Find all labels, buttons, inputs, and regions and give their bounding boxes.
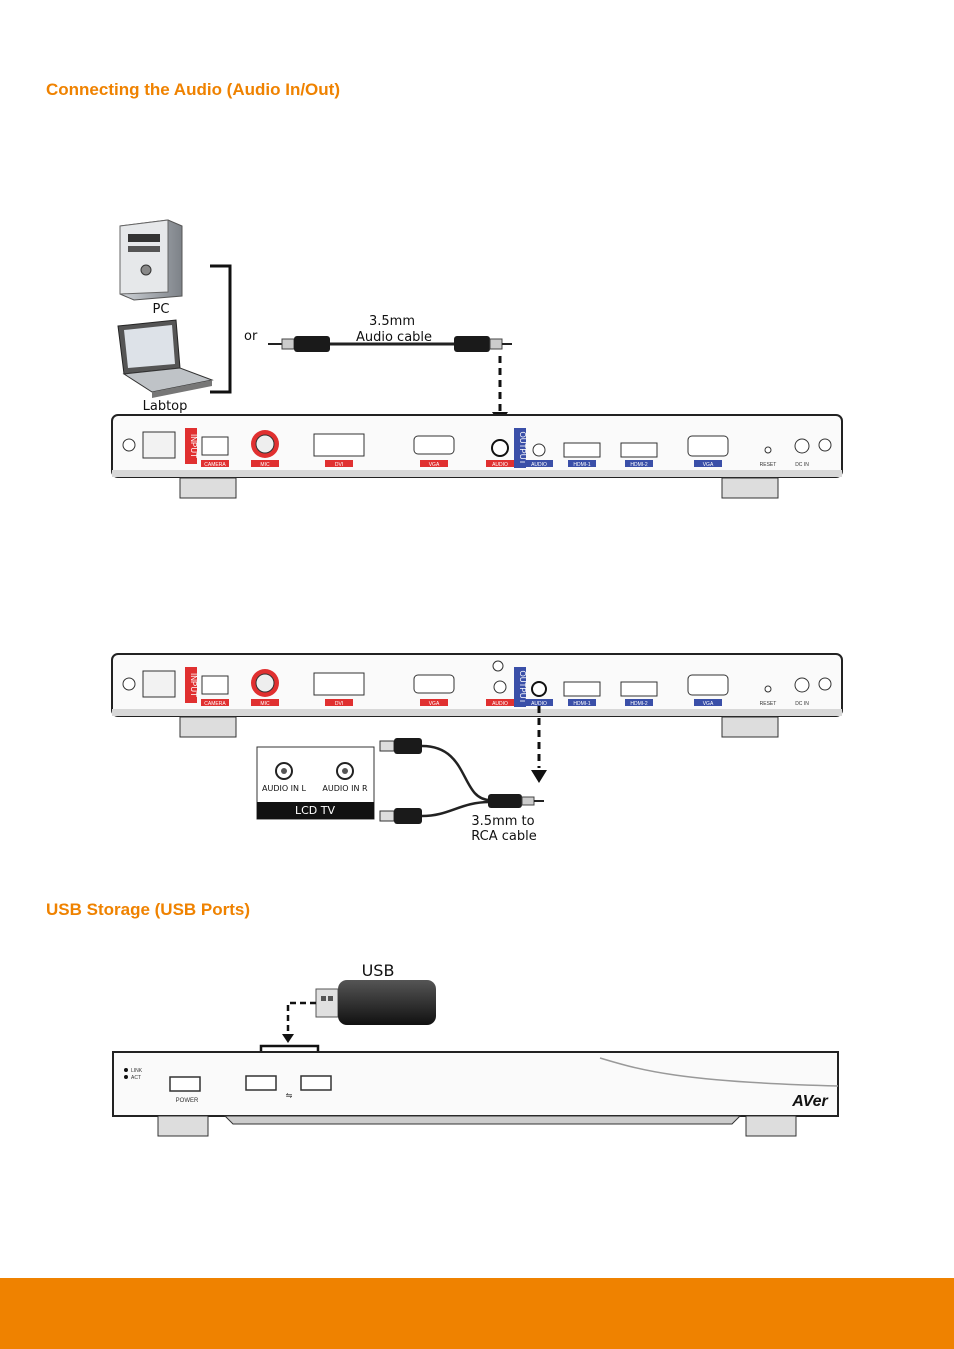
port-vga-out-label-2: VGA <box>703 701 714 707</box>
output-label: OUTPUT <box>518 432 527 465</box>
tv-audio-in-r-label: AUDIO IN R <box>322 784 368 793</box>
pc-tower-icon <box>119 219 183 301</box>
rca-cable-icon <box>379 738 544 824</box>
port-dvi-label-2: DVI <box>335 701 343 707</box>
pc-label: PC <box>153 302 170 317</box>
front-panel: ⇋ <box>112 1051 839 1137</box>
connection-dashed-line-3 <box>286 1001 316 1034</box>
port-camera-label: CAMERA <box>204 462 226 468</box>
section-heading-usb: USB Storage (USB Ports) <box>46 900 251 919</box>
act-label: ACT <box>131 1075 141 1081</box>
power-label: POWER <box>176 1098 199 1104</box>
usb-label: USB <box>362 961 395 980</box>
link-label: LINK <box>131 1068 143 1074</box>
input-label-2: INPUT <box>189 673 198 697</box>
lcd-tv-panel <box>256 746 375 820</box>
port-dvi-label: DVI <box>335 462 343 468</box>
svg-text:⇋: ⇋ <box>286 1091 293 1100</box>
port-reset-label: RESET <box>760 462 777 468</box>
section-heading-audio: Connecting the Audio (Audio In/Out) <box>46 80 340 99</box>
port-dcin-label-2: DC IN <box>795 701 809 707</box>
port-hdmi2-label-2: HDMI-2 <box>630 701 647 707</box>
arrow-down-icon-2 <box>531 770 547 783</box>
cable-label-line1: 3.5mm <box>369 314 415 329</box>
brand-logo: AVer <box>791 1093 828 1110</box>
input-label: INPUT <box>189 434 198 458</box>
port-vga-in-label-2: VGA <box>429 701 440 707</box>
or-label: or <box>244 329 258 344</box>
port-hdmi1-label: HDMI-1 <box>573 462 590 468</box>
rca-cable-label-line1: 3.5mm to <box>471 814 534 829</box>
footer-bar <box>0 1278 954 1349</box>
lcd-tv-label: LCD TV <box>295 804 335 817</box>
rca-cable-label-line2: RCA cable <box>471 829 536 844</box>
port-audio-in-label: AUDIO <box>492 462 508 468</box>
cable-label-line2: Audio cable <box>356 330 432 345</box>
port-dcin-label: DC IN <box>795 462 809 468</box>
usb-drive-icon <box>315 980 436 1025</box>
output-label-2: OUTPUT <box>518 671 527 704</box>
arrow-down-icon-3 <box>282 1034 294 1043</box>
rear-panel-2: INPUT CAMERA MIC DVI VGA AUDIO OUTPUT AU… <box>111 653 843 738</box>
audio-cable-icon <box>268 336 512 352</box>
port-hdmi1-label-2: HDMI-1 <box>573 701 590 707</box>
port-vga-out-label: VGA <box>703 462 714 468</box>
port-mic-label-2: MIC <box>260 701 270 707</box>
port-camera-label-2: CAMERA <box>204 701 226 707</box>
port-mic-label: MIC <box>260 462 270 468</box>
laptop-icon <box>117 319 214 398</box>
rear-panel-1: INPUT CAMERA MIC DVI VGA AUDIO OUTPUT AU… <box>111 414 843 499</box>
port-hdmi2-label: HDMI-2 <box>630 462 647 468</box>
laptop-label: Labtop <box>143 399 188 414</box>
or-bracket <box>210 264 232 394</box>
port-audio-out-label-2: AUDIO <box>531 701 547 707</box>
port-audio-in-label-2: AUDIO <box>492 701 508 707</box>
tv-audio-in-l-label: AUDIO IN L <box>262 784 307 793</box>
port-audio-out-label: AUDIO <box>531 462 547 468</box>
port-reset-label-2: RESET <box>760 701 777 707</box>
port-vga-in-label: VGA <box>429 462 440 468</box>
